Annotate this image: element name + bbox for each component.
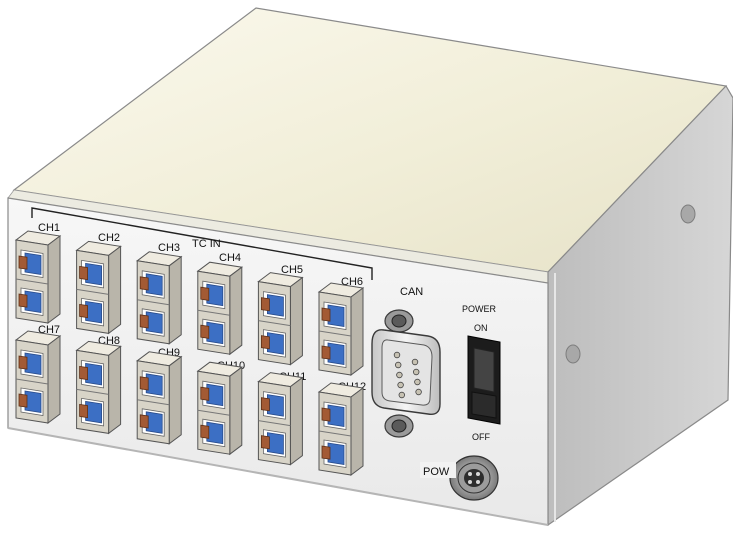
channel-label: CH1: [38, 222, 60, 234]
side-screw: [565, 344, 581, 364]
tc-connector-ch9[interactable]: [135, 351, 183, 445]
tc-connector-ch6[interactable]: [317, 282, 365, 376]
can-pin: [411, 358, 419, 366]
can-pin: [396, 371, 403, 379]
tc-connector-ch10[interactable]: [196, 361, 244, 456]
tc-connector-ch2[interactable]: [75, 240, 122, 335]
tc-connector-ch5[interactable]: [257, 272, 304, 366]
channel-label: CH2: [98, 232, 120, 244]
power-rocker-switch[interactable]: [467, 335, 501, 425]
tc-connector-ch7[interactable]: [14, 330, 62, 424]
can-pin: [393, 351, 401, 359]
tc-connector-ch12[interactable]: [317, 382, 365, 476]
tc-in-label: TC IN: [192, 238, 221, 250]
side-screw: [680, 204, 696, 224]
can-pin: [413, 368, 420, 376]
power-switch-title: POWER: [462, 304, 497, 314]
tc-connectors: [14, 230, 365, 476]
tc-connector-ch8[interactable]: [75, 340, 122, 435]
can-pin: [415, 388, 422, 396]
tc-connector-ch3[interactable]: [135, 251, 183, 345]
can-pin: [395, 361, 402, 369]
tc-in-bracket: [31, 207, 373, 280]
tc-connector-ch4[interactable]: [196, 261, 244, 356]
can-pin: [414, 378, 421, 386]
channel-label: CH3: [158, 242, 180, 254]
can-label: CAN: [400, 286, 423, 298]
can-connector[interactable]: [371, 309, 441, 438]
can-pin: [397, 381, 404, 389]
power-connector-label: POW: [423, 466, 450, 478]
tc-connector-ch1[interactable]: [14, 230, 62, 324]
channel-label: CH4: [219, 252, 241, 264]
power-off-label: OFF: [472, 432, 490, 442]
can-pin: [398, 391, 405, 399]
tc-connector-ch11[interactable]: [257, 372, 304, 466]
power-input-connector[interactable]: [449, 455, 499, 501]
channel-label: CH5: [281, 264, 303, 276]
power-on-label: ON: [474, 323, 488, 333]
